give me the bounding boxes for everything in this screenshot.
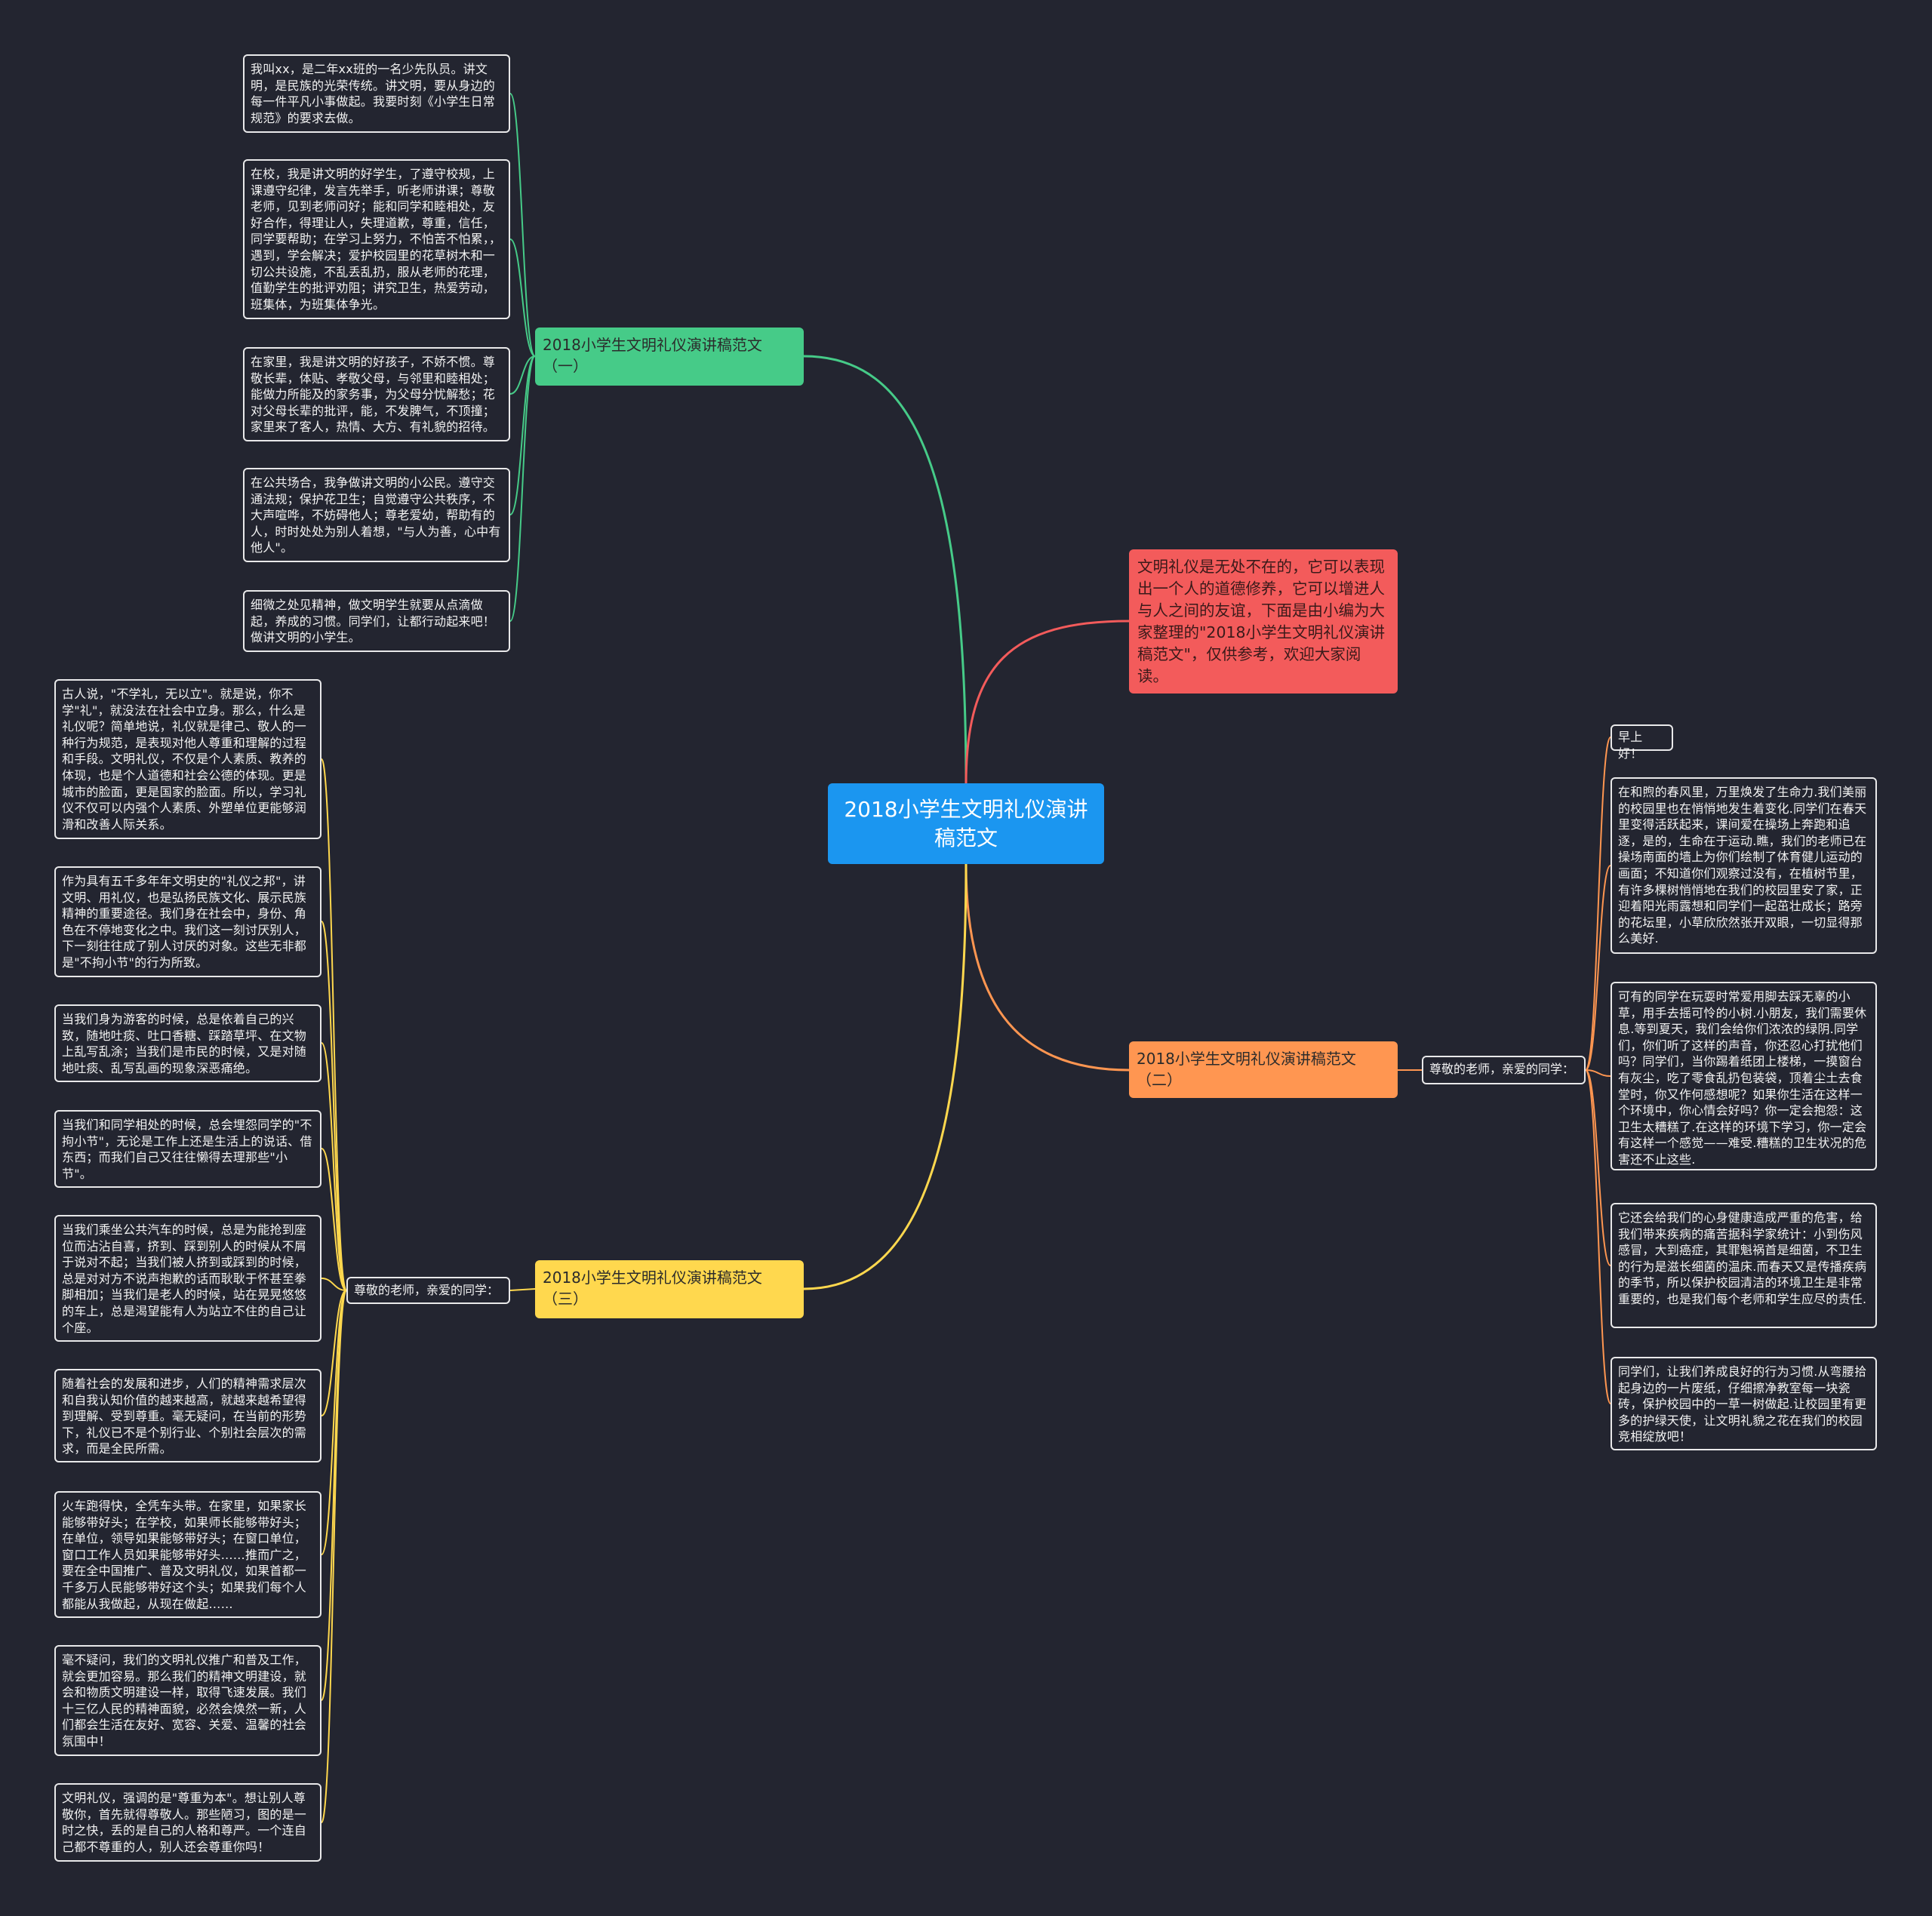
link-b2-leaf	[1585, 737, 1611, 1071]
branch-1-leaf[interactable]: 细微之处见精神，做文明学生就要从点滴做起，养成的习惯。同学们，让都行动起来吧！做…	[243, 590, 510, 652]
branch-2-greeting[interactable]: 尊敬的老师，亲爱的同学：	[1422, 1056, 1586, 1084]
link-b3-leaf	[321, 1278, 347, 1291]
link-center-branch2	[964, 863, 1130, 1072]
central-topic-label: 2018小学生文明礼仪演讲稿范文	[844, 796, 1088, 850]
link-b3-leaf	[321, 1148, 347, 1291]
branch-3-node[interactable]: 2018小学生文明礼仪演讲稿范文（三）	[535, 1260, 804, 1318]
link-b3-leaf	[321, 758, 347, 1291]
branch-2-leaf[interactable]: 可有的同学在玩耍时常爱用脚去踩无辜的小草，用手去摇可怜的小树.小朋友，我们需要休…	[1611, 982, 1877, 1170]
intro-node[interactable]: 文明礼仪是无处不在的，它可以表现出一个人的道德修养，它可以增进人与人之间的友谊，…	[1129, 549, 1398, 694]
branch-1-leaf[interactable]: 在校，我是讲文明的好学生，了遵守校规，上课遵守纪律，发言先举手，听老师讲课；尊敬…	[243, 159, 510, 319]
link-b1-leaf	[509, 238, 536, 357]
link-b3-leaf	[321, 921, 347, 1291]
branch-3-leaf[interactable]: 当我们和同学相处的时候，总会埋怨同学的"不拘小节"，无论是工作上还是生活上的说话…	[54, 1110, 321, 1188]
branch-2-leaf[interactable]: 在和煦的春风里，万里焕发了生命力.我们美丽的校园里也在悄悄地发生着变化.同学们在…	[1611, 777, 1877, 954]
link-b2-leaf	[1585, 1069, 1611, 1077]
link-b3-leaf	[321, 1290, 347, 1416]
branch-2-node[interactable]: 2018小学生文明礼仪演讲稿范文（二）	[1129, 1041, 1398, 1098]
branch-3-leaf[interactable]: 文明礼仪，强调的是"尊重为本"。想让别人尊敬你，首先就得尊敬人。那些陋习，图的是…	[54, 1783, 321, 1862]
branch-1-node[interactable]: 2018小学生文明礼仪演讲稿范文（一）	[535, 328, 804, 386]
branch-1-leaf[interactable]: 在公共场合，我争做讲文明的小公民。遵守交通法规；保护花卫生；自觉遵守公共秩序，不…	[243, 468, 510, 562]
branch-2-leaf[interactable]: 它还会给我们的心身健康造成严重的危害，给我们带来疾病的痛苦据科学家统计：小到伤风…	[1611, 1203, 1877, 1328]
branch-2-leaf[interactable]: 同学们，让我们养成良好的行为习惯.从弯腰拾起身边的一片废纸，仔细擦净教室每一块瓷…	[1611, 1357, 1877, 1450]
branch-1-leaf[interactable]: 我叫xx，是二年xx班的一名少先队员。讲文明，是民族的光荣传统。讲文明，要从身边…	[243, 54, 510, 133]
branch-3-leaf[interactable]: 当我们身为游客的时候，总是依着自己的兴致，随地吐痰、吐口香糖、踩踏草坪、在文物上…	[54, 1004, 321, 1082]
link-b2-leaf	[1585, 1069, 1611, 1266]
branch-3-leaf[interactable]: 作为具有五千多年年文明史的"礼仪之邦"，讲文明、用礼仪，也是弘扬民族文化、展示民…	[54, 866, 321, 977]
link-b3-leaf	[321, 1290, 347, 1823]
link-b1-leaf	[509, 355, 536, 395]
branch-3-leaf[interactable]: 火车跑得快，全凭车头带。在家里，如果家长能够带好头；在学校，如果师长能够带好头；…	[54, 1491, 321, 1618]
branch-2-leaf[interactable]: 早上好！	[1611, 724, 1673, 761]
central-topic[interactable]: 2018小学生文明礼仪演讲稿范文	[828, 783, 1104, 864]
link-b1-leaf	[509, 355, 536, 515]
link-b2-leaf	[1585, 1069, 1611, 1404]
branch-1-leaf[interactable]: 在家里，我是讲文明的好孩子，不娇不惯。尊敬长辈，体贴、孝敬父母，与邻里和睦相处；…	[243, 347, 510, 441]
branch-3-leaf[interactable]: 古人说，"不学礼，无以立"。就是说，你不学"礼"，就没法在社会中立身。那么，什么…	[54, 679, 321, 839]
link-b3-leaf	[321, 1042, 347, 1291]
branch-3-leaf[interactable]: 当我们乘坐公共汽车的时候，总是为能抢到座位而沾沾自喜，挤到、踩到别人的时候从不屑…	[54, 1215, 321, 1342]
link-b3-greeting	[509, 1288, 536, 1291]
link-center-branch1	[803, 355, 968, 786]
link-b3-leaf	[321, 1290, 347, 1555]
branch-3-greeting[interactable]: 尊敬的老师，亲爱的同学：	[346, 1277, 510, 1304]
link-b2-leaf	[1585, 865, 1611, 1071]
branch-3-leaf[interactable]: 随着社会的发展和进步，人们的精神需求层次和自我认知价值的越来越高，就越来越希望得…	[54, 1369, 321, 1462]
branch-3-leaf[interactable]: 毫不疑问，我们的文明礼仪推广和普及工作，就会更加容易。那么我们的精神文明建设，就…	[54, 1645, 321, 1756]
link-center-intro	[964, 620, 1130, 786]
link-b1-leaf	[509, 355, 536, 622]
link-center-branch3	[803, 863, 968, 1290]
link-b1-leaf	[509, 93, 536, 357]
